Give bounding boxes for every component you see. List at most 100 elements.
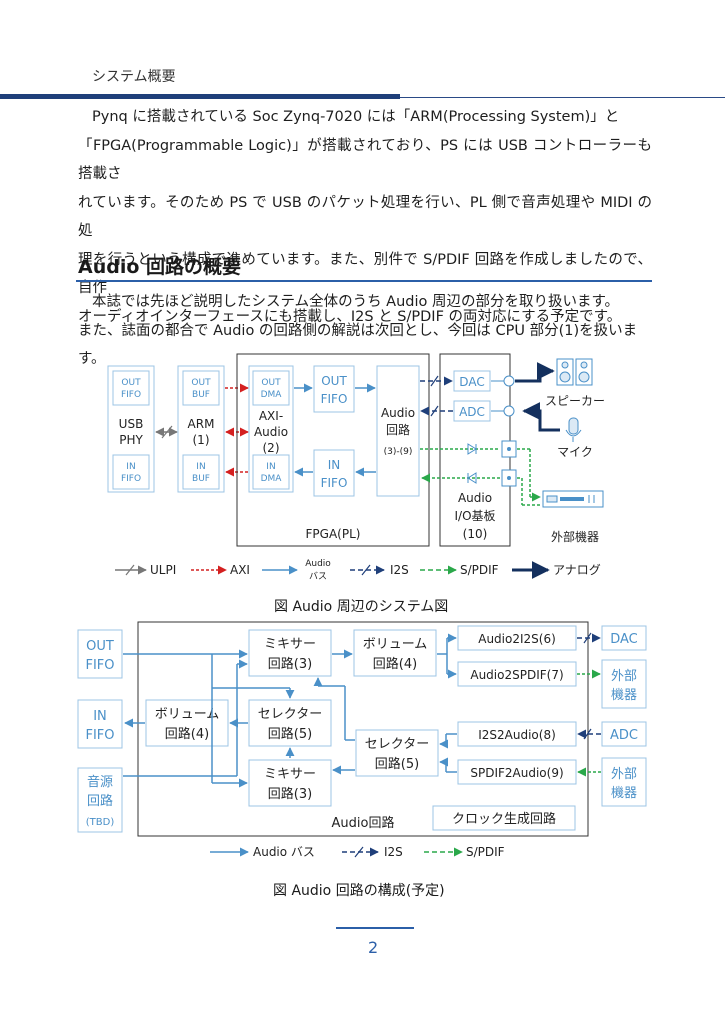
out-dma-label: DMA (261, 390, 283, 400)
dac-label: DAC (459, 375, 484, 389)
external-device-label: 外部機器 (551, 529, 599, 544)
i2s2audio-block (457, 721, 577, 747)
selector2-block (355, 729, 439, 777)
spdif2audio-block (457, 759, 577, 785)
header-bar (0, 94, 400, 99)
audio2spdif-block (457, 661, 577, 687)
pl-out-fifo-label: OUT (321, 374, 347, 388)
adc-block (453, 400, 491, 422)
usb-in-fifo-label: IN (126, 462, 135, 472)
selector2-label: セレクター (365, 737, 429, 752)
fig2-ext-out-label: 外部 (611, 669, 637, 684)
io-board-label: (10) (463, 527, 488, 541)
arm-label: ARM (188, 417, 215, 431)
selector1-label: セレクター (258, 707, 322, 722)
dac-block (453, 370, 491, 392)
fig2-in-fifo-label: FIFO (85, 728, 114, 743)
legend2-spdif: S/PDIF (466, 845, 505, 859)
mic-icon (565, 417, 582, 442)
volume-in-label: ボリューム (155, 707, 220, 722)
selector2-label: 回路(5) (375, 756, 419, 772)
pl-out-fifo (313, 365, 355, 413)
intro-line: 理を行うという構成で進めています。また、別件で S/PDIF 回路を作成しました… (78, 251, 652, 297)
usb-out-fifo-label: OUT (121, 378, 141, 388)
legend-axi: AXI (230, 563, 250, 577)
fig2-adc (601, 721, 647, 747)
selector1-label: 回路(5) (268, 726, 312, 742)
external-device-icon (542, 490, 604, 508)
audio2i2s-block (457, 625, 577, 651)
volume-out-label: 回路(4) (373, 656, 417, 672)
fig2-dac (601, 625, 647, 651)
mixer2-label: ミキサー (264, 767, 316, 782)
figure2-legend: Audio バス I2S S/PDIF (210, 845, 505, 859)
fig2-in-fifo (77, 699, 123, 749)
pl-out-fifo-label: FIFO (321, 392, 348, 406)
audio-circuit-outline (137, 621, 589, 837)
usb-phy-block: OUT FIFO USB PHY IN FIFO (107, 365, 155, 493)
fig2-source-label: (TBD) (86, 817, 115, 828)
fig2-out-fifo-label: FIFO (85, 658, 114, 673)
fig2-source (77, 767, 123, 833)
page-number-rule (336, 927, 414, 929)
fig2-adc-label: ADC (610, 728, 638, 743)
audio-circuit-label: 回路 (386, 422, 410, 437)
fig2-in-fifo-label: IN (93, 709, 107, 724)
arm-out-buf-label: BUF (192, 390, 210, 400)
arm-out-buf-label: OUT (191, 378, 211, 388)
section-line: また、誌面の都合で Audio の回路側の解説は次回とし、今回は CPU 部分(… (78, 322, 638, 368)
adc-label: ADC (459, 405, 485, 419)
fpga-outline (236, 353, 430, 547)
legend-analog: アナログ (553, 563, 601, 577)
figure1-caption: 図 Audio 周辺のシステム図 (274, 599, 449, 615)
intro-line: 「FPGA(Programmable Logic)」が搭載されており、PS には… (78, 137, 652, 183)
section-title: Audio 回路の概要 (78, 256, 242, 278)
axi-audio-label: Audio (254, 425, 288, 439)
audio-circuit-outline-label: Audio回路 (332, 815, 395, 831)
section-line: 本誌では先ほど説明したシステム全体のうち Audio 周辺の部分を取り扱います。 (92, 294, 620, 310)
pl-in-fifo-label: FIFO (321, 476, 348, 490)
legend-spdif: S/PDIF (460, 563, 499, 577)
volume-in-block (145, 699, 229, 747)
fig2-ext-in-label: 機器 (611, 786, 637, 801)
arm-in-buf-label: IN (196, 462, 205, 472)
fig2-ext-out-label: 機器 (611, 688, 637, 703)
fig2-source-label: 音源 (87, 774, 113, 790)
section-paragraph: 本誌では先ほど説明したシステム全体のうち Audio 周辺の部分を取り扱います。… (78, 288, 652, 374)
io-board-label: I/O基板 (454, 509, 495, 523)
figure1-legend: ULPI AXI Audio バス I2S S/PDIF アナログ (115, 559, 601, 582)
speaker-icon (556, 358, 593, 386)
audio-circuit-block (376, 365, 420, 497)
in-dma-label: IN (266, 462, 275, 472)
pl-in-fifo (313, 449, 355, 497)
audio2i2s-label: Audio2I2S(6) (478, 632, 556, 646)
audio2spdif-label: Audio2SPDIF(7) (470, 668, 563, 682)
arm-in-buf-label: BUF (192, 474, 210, 484)
arm-block: OUT BUF ARM (1) IN BUF (177, 365, 225, 493)
fig2-dac-label: DAC (610, 632, 638, 647)
volume-out-block (353, 629, 437, 677)
pl-in-fifo-label: IN (328, 458, 341, 472)
legend-audio-bus: Audio (305, 559, 331, 569)
mixer1-label: 回路(3) (268, 656, 312, 672)
fig2-ext-out (601, 659, 647, 709)
clock-block (432, 805, 576, 831)
legend-i2s: I2S (390, 563, 409, 577)
mixer2-block (248, 759, 332, 807)
spdif2audio-label: SPDIF2Audio(9) (470, 766, 563, 780)
legend2-audio-bus: Audio バス (253, 845, 315, 859)
selector1-block (248, 699, 332, 747)
in-dma-label: DMA (261, 474, 283, 484)
usb-out-fifo-label: FIFO (121, 390, 141, 400)
mixer1-block (248, 629, 332, 677)
arm-label: (1) (193, 433, 210, 447)
volume-in-label: 回路(4) (165, 726, 209, 742)
legend2-i2s: I2S (384, 845, 403, 859)
page-header-title: システム概要 (92, 69, 176, 85)
i2s2audio-label: I2S2Audio(8) (478, 728, 556, 742)
mic-label: マイク (557, 445, 593, 459)
header-rule (400, 97, 725, 98)
analog-in-jack (503, 405, 515, 417)
legend-ulpi: ULPI (150, 563, 176, 577)
axi-audio-label: AXI- (259, 409, 283, 423)
